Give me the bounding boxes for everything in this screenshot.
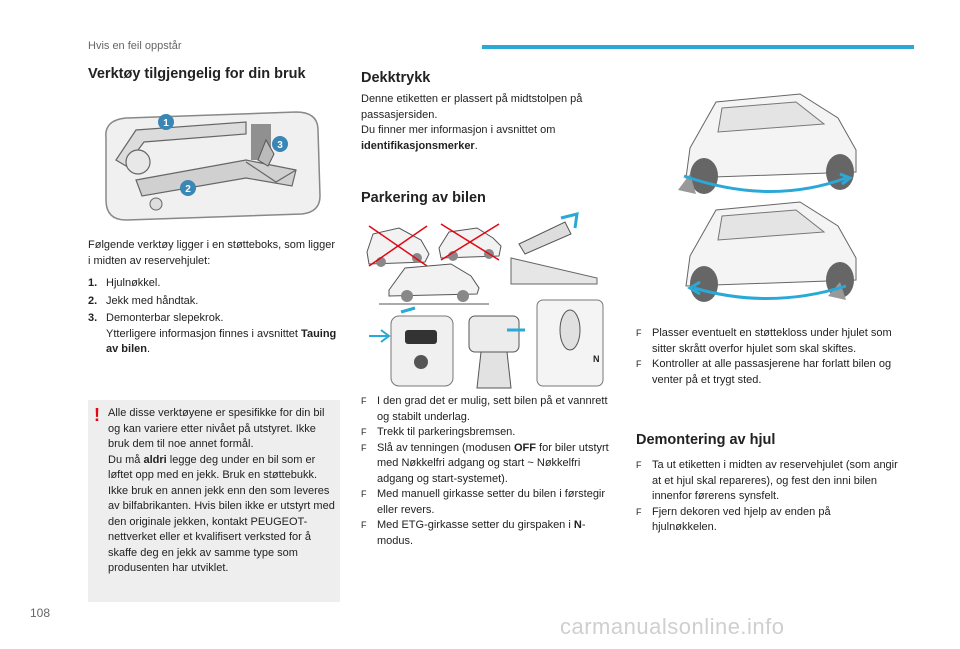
car-tilted-2-icon bbox=[438, 223, 502, 261]
callout-1-badge bbox=[158, 114, 174, 130]
warning-line-1: Alle disse verktøyene er spesifikke for … bbox=[108, 407, 325, 450]
exclamation-icon: ! bbox=[94, 405, 100, 425]
warning-note: ! Alle disse verktøyene er spesifikke fo… bbox=[88, 400, 340, 602]
parking-illustration: N bbox=[361, 212, 611, 392]
tools-list: 1.Hjulnøkkel. 2.Jekk med håndtak. 3. Dem… bbox=[88, 276, 340, 360]
tools-intro: Følgende verktøy ligger i en støtteboks,… bbox=[88, 239, 335, 267]
callout-3-badge bbox=[272, 136, 288, 152]
tool-kit-illustration: 1 3 2 bbox=[96, 100, 326, 225]
callout-2-badge bbox=[180, 180, 196, 196]
warning-line-3: Ikke bruk en annen jekk enn den som leve… bbox=[108, 484, 335, 575]
callout-2: 2 bbox=[185, 184, 191, 195]
wheel-chock-illustration bbox=[660, 78, 880, 308]
car-bottom-icon bbox=[685, 201, 857, 302]
list-item: 2.Jekk med håndtak. bbox=[88, 294, 199, 307]
pressure-text-block: Denne etiketten er plassert på midtstolp… bbox=[361, 92, 606, 154]
handbrake-icon bbox=[510, 212, 598, 285]
gear-knob-icon bbox=[468, 315, 525, 389]
callout-3: 3 bbox=[277, 140, 283, 151]
section-title: Hvis en feil oppstår bbox=[88, 40, 182, 52]
callout-1: 1 bbox=[163, 118, 169, 129]
car-top-icon bbox=[678, 93, 857, 194]
page-number: 108 bbox=[30, 606, 51, 620]
car-level-icon bbox=[379, 263, 489, 305]
remove-wheel-title: Demontering av hjul bbox=[636, 432, 776, 448]
tools-title: Verktøy tilgjengelig for din bruk bbox=[88, 66, 306, 82]
pressure-more: Du finner mer informasjon i avsnittet om… bbox=[361, 124, 556, 152]
watermark: carmanualsonline.info bbox=[560, 614, 785, 639]
pressure-text: Denne etiketten er plassert på midtstolp… bbox=[361, 93, 583, 121]
warning-line-2: Du må aldri legge deg under en bil som e… bbox=[108, 453, 318, 482]
car-tilted-1-icon bbox=[366, 225, 430, 267]
list-item: 1.Hjulnøkkel. bbox=[88, 277, 161, 289]
gear-n-label: N bbox=[593, 354, 600, 364]
header-accent-bar bbox=[482, 45, 914, 49]
list-item: 3. Demonterbar slepekrok.Ytterligere inf… bbox=[88, 312, 337, 355]
pressure-title: Dekktrykk bbox=[361, 70, 431, 86]
etg-shifter-icon: N bbox=[536, 299, 604, 387]
ignition-key-icon bbox=[369, 306, 454, 387]
parking-title: Parkering av bilen bbox=[361, 190, 486, 206]
